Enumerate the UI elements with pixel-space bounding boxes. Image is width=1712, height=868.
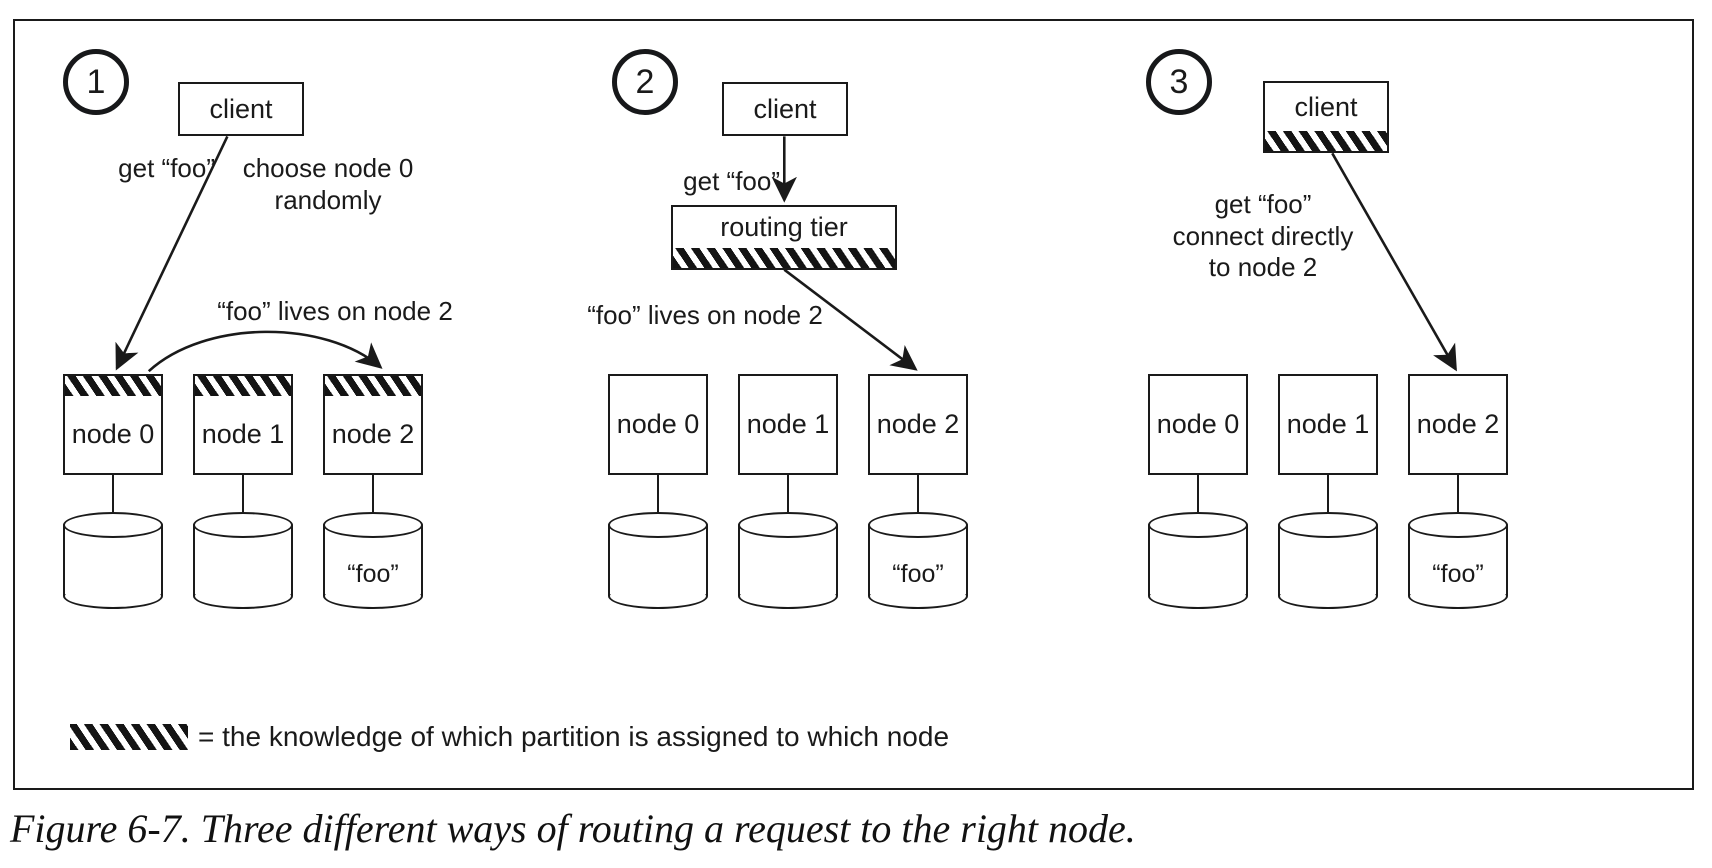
- panel-3-connect-directly-label: get “foo” connect directly to node 2: [1172, 189, 1354, 283]
- panel-2-node-2-box[interactable]: node 2: [868, 374, 968, 475]
- panel-3-node-0-store: [1148, 512, 1248, 609]
- panel-1-node-1-stem: [242, 475, 244, 512]
- panel-3-node-2-label: node 2: [1416, 409, 1500, 439]
- panel-3: 3 client get “foo” connect directly to n…: [1100, 21, 1675, 788]
- panel-1-node-1-label: node 1: [201, 419, 285, 449]
- panel-1: 1 client get “foo” choose node 0 randoml…: [15, 21, 575, 788]
- panel-2-node-2-stem: [917, 475, 919, 512]
- panel-3-node-1-box[interactable]: node 1: [1278, 374, 1378, 475]
- panel-1-node-2-box[interactable]: node 2: [323, 374, 423, 475]
- cylinder-top: [63, 512, 163, 538]
- cylinder-body: [608, 525, 708, 596]
- cylinder-body: [193, 525, 293, 596]
- cylinder-top: [323, 512, 423, 538]
- panel-1-node-2-label: node 2: [331, 419, 415, 449]
- panel-2-node-1-label: node 1: [746, 409, 830, 439]
- cylinder-top: [193, 512, 293, 538]
- panel-2-routing-tier-box[interactable]: routing tier: [671, 205, 897, 270]
- legend-text: = the knowledge of which partition is as…: [198, 721, 950, 752]
- panel-1-node-1-box[interactable]: node 1: [193, 374, 293, 475]
- cylinder-top: [738, 512, 838, 538]
- panel-2-node-2-label: node 2: [876, 409, 960, 439]
- panel-2-node-0-store: [608, 512, 708, 609]
- hatch-swatch-icon: [70, 724, 188, 750]
- panel-2-node-1-store: [738, 512, 838, 609]
- panel-2-node-0-box[interactable]: node 0: [608, 374, 708, 475]
- cylinder-top: [608, 512, 708, 538]
- panel-2-node-2-store: “foo”: [868, 512, 968, 609]
- panel-3-node-0-label: node 0: [1156, 409, 1240, 439]
- panel-1-client-label: client: [209, 93, 273, 124]
- panel-1-get-foo-label: get “foo”: [118, 153, 215, 183]
- cylinder-top: [868, 512, 968, 538]
- panel-2-foo-lives-label: “foo” lives on node 2: [587, 300, 823, 330]
- figure-caption: Figure 6-7. Three different ways of rout…: [10, 806, 1136, 851]
- legend: = the knowledge of which partition is as…: [70, 721, 949, 753]
- hatch-band-icon: [65, 376, 161, 396]
- panel-3-client-box[interactable]: client: [1263, 81, 1389, 153]
- panel-3-client-label: client: [1294, 91, 1358, 122]
- panel-3-node-1-store: [1278, 512, 1378, 609]
- panel-1-node-2-store-label: “foo”: [347, 560, 399, 588]
- panel-1-foo-lives-label: “foo” lives on node 2: [217, 296, 453, 326]
- panel-2-routing-tier-label: routing tier: [720, 212, 848, 242]
- panel-3-node-1-stem: [1327, 475, 1329, 512]
- cylinder-top: [1278, 512, 1378, 538]
- panel-2-node-0-label: node 0: [616, 409, 700, 439]
- panel-2-node-2-store-label: “foo”: [892, 560, 944, 588]
- panel-3-number-badge: 3: [1146, 49, 1212, 115]
- panel-3-node-2-store-label: “foo”: [1432, 560, 1484, 588]
- panel-3-node-2-box[interactable]: node 2: [1408, 374, 1508, 475]
- hatch-band-icon: [195, 376, 291, 396]
- panel-1-node-0-store: [63, 512, 163, 609]
- hatch-band-icon: [673, 248, 895, 268]
- panel-2-node-0-stem: [657, 475, 659, 512]
- panel-3-node-0-stem: [1197, 475, 1199, 512]
- panel-1-node-0-stem: [112, 475, 114, 512]
- panel-2-client-label: client: [753, 93, 817, 124]
- panel-1-node-0-label: node 0: [71, 419, 155, 449]
- panel-1-node-1-store: [193, 512, 293, 609]
- panel-2-node-1-box[interactable]: node 1: [738, 374, 838, 475]
- panel-1-number-badge: 1: [63, 49, 129, 115]
- panel-3-node-2-store: “foo”: [1408, 512, 1508, 609]
- cylinder-top: [1148, 512, 1248, 538]
- panel-1-client-box[interactable]: client: [178, 82, 304, 136]
- panel-3-node-0-box[interactable]: node 0: [1148, 374, 1248, 475]
- panel-2-number-badge: 2: [612, 49, 678, 115]
- panel-3-node-1-label: node 1: [1286, 409, 1370, 439]
- panel-3-node-2-stem: [1457, 475, 1459, 512]
- panel-2: 2 client get “foo” routing tier “foo” li…: [560, 21, 1120, 788]
- panel-1-node-2-store: “foo”: [323, 512, 423, 609]
- panel-2-node-1-stem: [787, 475, 789, 512]
- panel-1-node-2-stem: [372, 475, 374, 512]
- panel-1-node-0-box[interactable]: node 0: [63, 374, 163, 475]
- figure-frame: 1 client get “foo” choose node 0 randoml…: [13, 19, 1694, 790]
- panel-1-choose-node-label: choose node 0 randomly: [242, 153, 414, 215]
- hatch-band-icon: [1265, 131, 1387, 151]
- panel-2-client-box[interactable]: client: [722, 82, 848, 136]
- cylinder-top: [1408, 512, 1508, 538]
- hatch-band-icon: [325, 376, 421, 396]
- panel-2-get-foo-label: get “foo”: [683, 166, 780, 196]
